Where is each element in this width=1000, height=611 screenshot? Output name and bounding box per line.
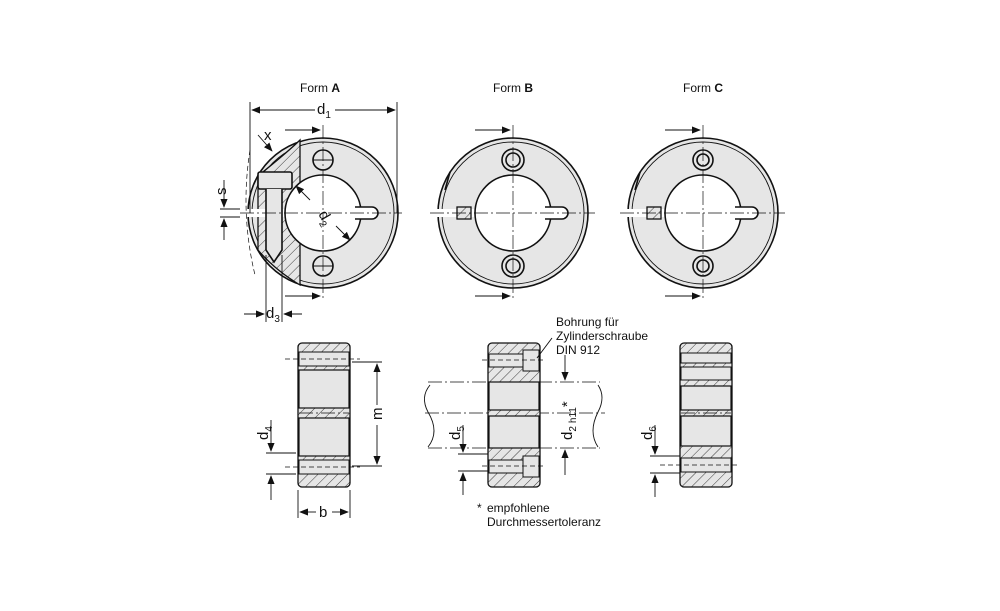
- form-c-side-dimensions: d6: [639, 425, 680, 497]
- form-a-dimensions: d1 x s d3 d2: [213, 101, 398, 325]
- callout-bore-note: Bohrung für Zylinderschraube DIN 912: [556, 315, 648, 357]
- footnote: * empfohlene Durchmessertoleranz: [477, 501, 601, 529]
- dim-d2-h11: d2h11*: [559, 401, 579, 440]
- svg-text:DIN 912: DIN 912: [556, 343, 600, 357]
- form-b-front-view: [430, 125, 595, 300]
- form-a-front-view: [240, 125, 402, 300]
- dim-s: s: [213, 188, 230, 196]
- form-b-side-dimensions: d2h11* d5: [447, 355, 579, 495]
- form-b-title: Form B: [493, 81, 533, 95]
- dim-d1: d1: [317, 101, 331, 121]
- svg-text:Bohrung für: Bohrung für: [556, 315, 619, 329]
- dim-x: x: [264, 127, 272, 144]
- dim-m: m: [369, 408, 386, 421]
- form-c-side-view: [660, 342, 740, 488]
- form-b-side-view: [424, 337, 605, 488]
- form-a-side-dimensions: m d4 b: [255, 361, 386, 521]
- dim-d4: d4: [255, 426, 275, 440]
- dim-d3: d3: [266, 305, 280, 325]
- svg-text:empfohlene: empfohlene: [487, 501, 550, 515]
- dim-d6: d6: [639, 426, 659, 440]
- svg-text:Zylinderschraube: Zylinderschraube: [556, 329, 648, 343]
- form-c-front-view: [620, 125, 785, 300]
- dim-b: b: [319, 504, 327, 521]
- form-a-side-view: [285, 342, 360, 488]
- svg-text:*: *: [477, 501, 482, 515]
- form-c-title: Form C: [683, 81, 723, 95]
- form-a-title: Form A: [300, 81, 340, 95]
- dim-d5: d5: [447, 426, 467, 440]
- svg-text:Durchmessertoleranz: Durchmessertoleranz: [487, 515, 601, 529]
